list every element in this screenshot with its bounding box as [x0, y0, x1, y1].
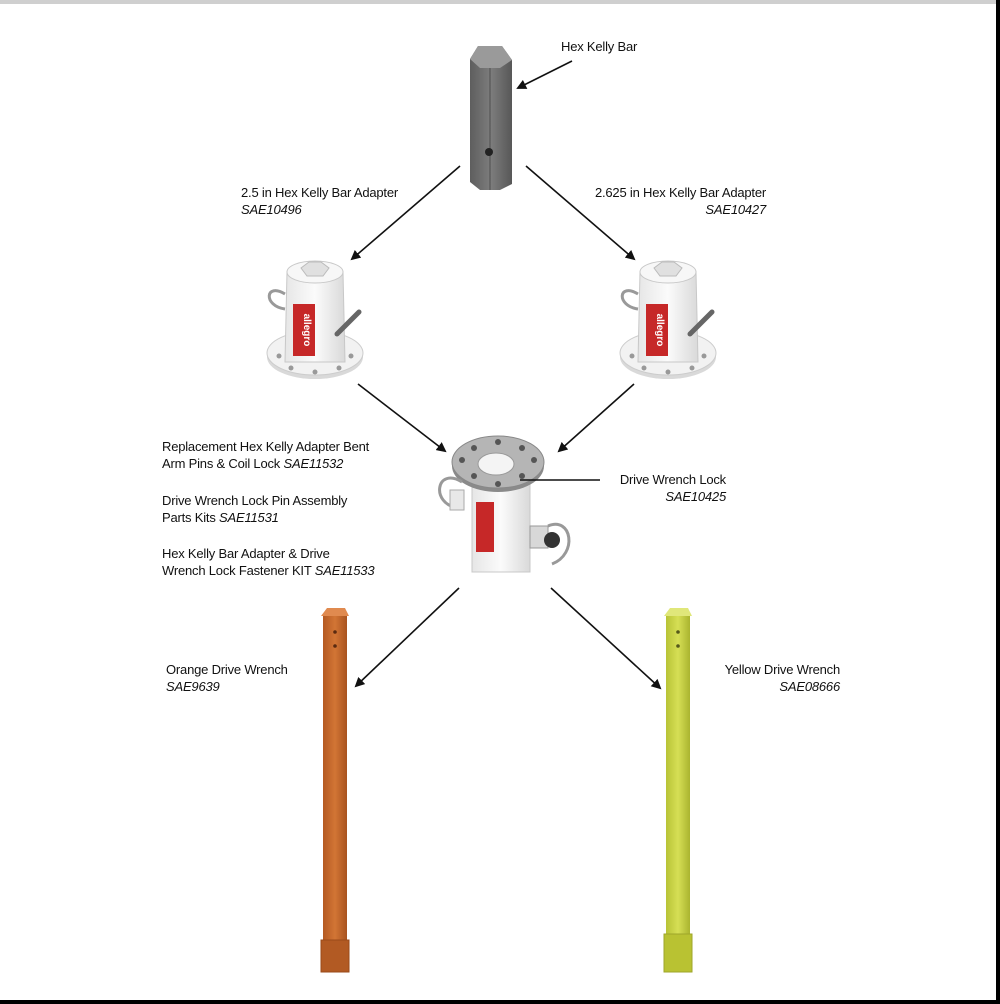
arrow-bar-to-right-adapter: [525, 165, 636, 261]
label-orange-drive-wrench: Orange Drive Wrench SAE9639: [166, 661, 288, 695]
part-number: SAE11531: [219, 510, 279, 525]
hex-kelly-bar-icon: [470, 46, 512, 190]
arrow-to-kelly-bar: [516, 60, 573, 89]
part-number: SAE10427: [705, 202, 766, 217]
part-number: SAE10496: [241, 202, 302, 217]
brand-badge-text: allegro: [301, 314, 312, 347]
label-yellow-drive-wrench: Yellow Drive Wrench SAE08666: [690, 661, 841, 695]
part-number: SAE11532: [283, 456, 344, 471]
label-line2: Wrench Lock Fastener KIT: [162, 563, 315, 578]
label-title: 2.625 in Hex Kelly Bar Adapter: [594, 185, 766, 200]
connector-arrows: [350, 60, 662, 690]
label-title: Hex Kelly Bar: [561, 39, 638, 54]
orange-drive-wrench-icon: [320, 608, 350, 973]
arrow-lock-to-yellow-wrench: [550, 587, 662, 690]
part-number: SAE10425: [665, 489, 726, 504]
drive-wrench-lock-icon: [438, 435, 571, 573]
label-line1: Replacement Hex Kelly Adapter Bent: [162, 439, 370, 454]
label-title: Yellow Drive Wrench: [724, 662, 841, 677]
label-fastener-kit: Hex Kelly Bar Adapter & Drive Wrench Loc…: [162, 545, 375, 579]
part-number: SAE08666: [779, 679, 840, 694]
label-line2: Arm Pins & Coil Lock: [162, 456, 284, 471]
label-title: Drive Wrench Lock: [619, 472, 726, 487]
label-line1: Hex Kelly Bar Adapter & Drive: [162, 546, 330, 561]
arrow-bar-to-left-adapter: [350, 165, 461, 261]
brand-badge-text: allegro: [654, 314, 665, 347]
label-hex-kelly-bar: Hex Kelly Bar: [561, 38, 637, 55]
adapter-2-5-icon: allegro: [266, 260, 364, 379]
label-drive-wrench-lock: Drive Wrench Lock SAE10425: [580, 471, 726, 505]
label-line1: Drive Wrench Lock Pin Assembly: [162, 493, 348, 508]
exploded-parts-diagram: allegro allegro: [266, 46, 717, 973]
label-title: 2.5 in Hex Kelly Bar Adapter: [241, 185, 398, 200]
label-adapter-2-625: 2.625 in Hex Kelly Bar Adapter SAE10427: [560, 184, 766, 218]
part-number: SAE11533: [314, 563, 375, 578]
yellow-drive-wrench-icon: [663, 608, 693, 973]
label-title: Orange Drive Wrench: [166, 662, 288, 677]
label-lock-pin-kit: Drive Wrench Lock Pin Assembly Parts Kit…: [162, 492, 347, 526]
adapter-2-625-icon: allegro: [619, 260, 717, 379]
part-number: SAE9639: [166, 679, 220, 694]
arrow-right-adapter-to-lock: [557, 383, 635, 453]
label-adapter-2-5: 2.5 in Hex Kelly Bar Adapter SAE10496: [241, 184, 398, 218]
label-replacement-pins: Replacement Hex Kelly Adapter Bent Arm P…: [162, 438, 369, 472]
label-line2: Parts Kits: [162, 510, 220, 525]
arrow-left-adapter-to-lock: [357, 383, 447, 453]
arrow-lock-to-orange-wrench: [354, 587, 460, 688]
